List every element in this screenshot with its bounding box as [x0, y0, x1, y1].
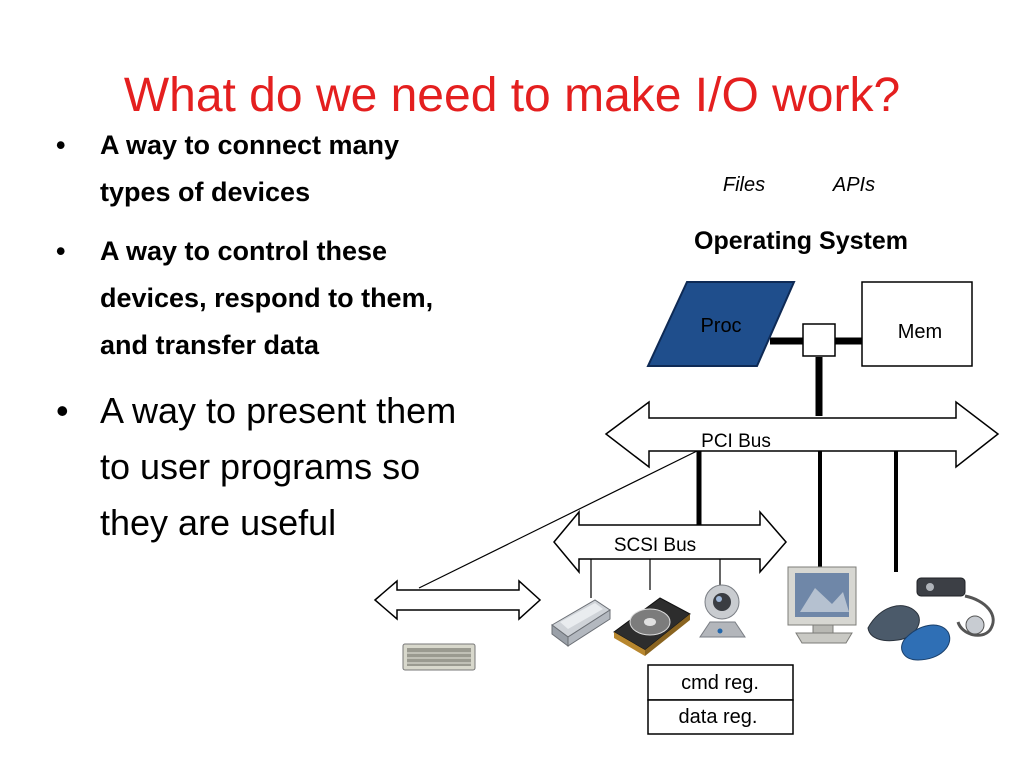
memory-box	[861, 281, 973, 367]
bullet-line: they are useful	[100, 502, 337, 543]
bullet-line: to user programs so	[100, 446, 421, 487]
bullet-dot-icon: •	[56, 130, 66, 160]
pci-bus-arrow	[604, 400, 1000, 469]
bullet-line: devices, respond to them,	[100, 283, 434, 313]
data-reg-box	[647, 699, 794, 735]
scsi-bus-arrow	[553, 509, 787, 575]
bullet-item: • A way to present them to user programs…	[56, 383, 546, 551]
keyboard-icon	[402, 643, 476, 671]
cmd-reg-label: cmd reg.	[681, 672, 759, 694]
slide-title: What do we need to make I/O work?	[123, 69, 901, 122]
bullet-line: and transfer data	[100, 330, 320, 360]
operating-system-label: Operating System	[694, 227, 908, 255]
bullet-line: A way to connect many	[100, 130, 400, 160]
scsi-bus-label: SCSI Bus	[614, 535, 696, 556]
joystick-icon	[867, 577, 995, 661]
hard-disk-icon	[613, 597, 691, 656]
bullet-line: types of devices	[100, 177, 311, 207]
bridge-box	[802, 323, 836, 357]
pci-bus-label: PCI Bus	[701, 431, 771, 452]
proc-label: Proc	[700, 315, 741, 337]
bullet-item: • A way to control these devices, respon…	[56, 228, 546, 369]
bullet-line: A way to present them	[100, 390, 457, 431]
cmd-reg-box	[647, 664, 794, 701]
bullet-line: A way to control these	[100, 236, 388, 266]
data-reg-label: data reg.	[679, 706, 758, 728]
webcam-icon	[699, 584, 746, 638]
bullet-list: • A way to connect many types of devices…	[56, 122, 546, 551]
scanner-icon	[551, 599, 611, 647]
processor-shape	[646, 281, 796, 367]
apis-label: APIs	[832, 174, 875, 196]
bullet-dot-icon: •	[56, 236, 66, 266]
keyboard-bus-arrow	[373, 579, 542, 621]
bullet-item: • A way to connect many types of devices	[56, 122, 546, 216]
bullet-dot-icon: •	[56, 390, 69, 431]
files-label: Files	[723, 174, 765, 196]
pci-keyboard-link	[418, 450, 698, 589]
monitor-icon	[787, 566, 857, 644]
mem-label: Mem	[898, 321, 942, 343]
